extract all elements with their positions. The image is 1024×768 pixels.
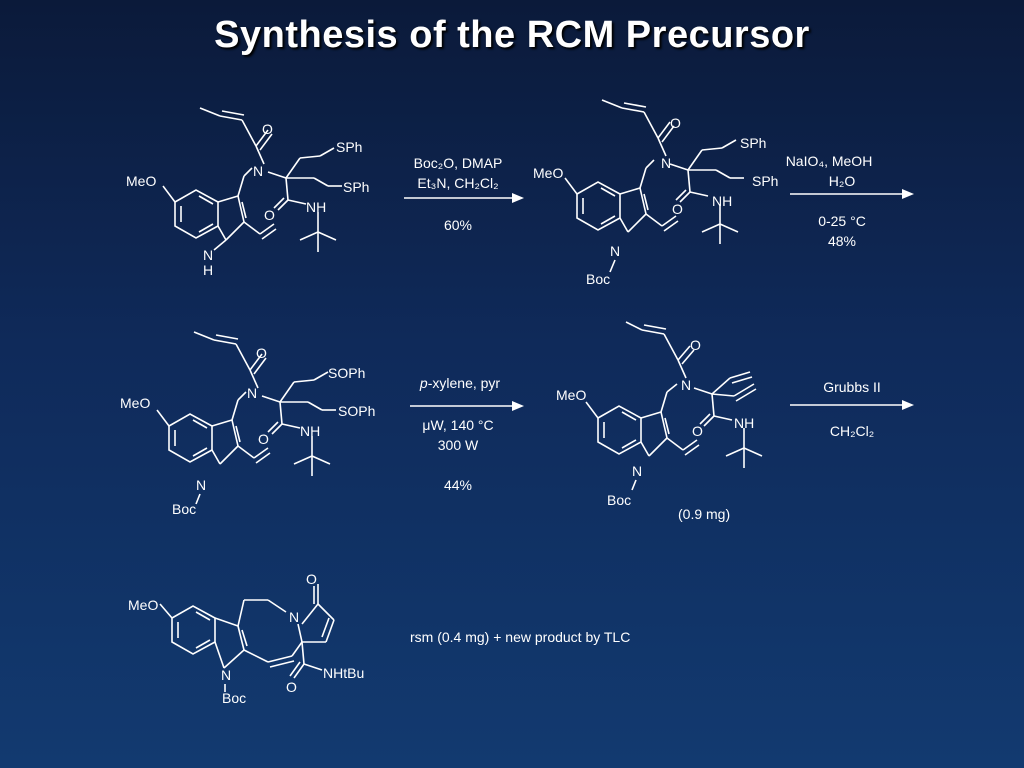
reaction-arrow-4: Grubbs II CH₂Cl₂ [790,379,914,439]
boc-label: Boc [222,690,246,706]
step2-reagent-1: NaIO₄, MeOH [786,153,873,169]
indole-n-label: N [203,247,213,263]
reaction-arrow-2: NaIO₄, MeOH H₂O 0-25 °C 48% [786,153,914,249]
meo-label: MeO [126,173,156,189]
step2-reagent-2: H₂O [829,173,856,189]
sph-label-1: SPh [336,139,362,155]
indole-n-label: N [221,667,231,683]
step3-reagent-1: p-xylene, pyr [419,375,500,391]
nh-label: NH [734,415,754,431]
indole-n-label: N [196,477,206,493]
result-note: rsm (0.4 mg) + new product by TLC [410,629,630,645]
indole-n-label: N [610,243,620,259]
meo-label: MeO [120,395,150,411]
amide-n-label: N [253,163,263,179]
soph-label-2: SOPh [338,403,375,419]
compound-4: MeO N O O NH N Boc (0.9 mg) [556,321,763,522]
amide-o-label: O [258,431,269,447]
reaction-arrow-3: p-xylene, pyr μW, 140 °C 300 W 44% [410,375,524,493]
meo-label: MeO [128,597,158,613]
nhtbu-label: NHtBu [323,665,364,681]
crotonyl-o-label: O [256,345,267,361]
sph-label-2: SPh [343,179,369,195]
step1-reagent-1: Boc₂O, DMAP [414,155,503,171]
amide-o-label: O [672,201,683,217]
step1-reagent-2: Et₃N, CH₂Cl₂ [417,175,498,191]
compound-3: MeO N O SOPh SOPh O NH N Boc [120,331,375,517]
compound-5: MeO N O O NHtBu N Boc [128,571,364,706]
amount-note: (0.9 mg) [678,506,730,522]
boc-label: Boc [607,492,631,508]
crotonyl-o-label: O [690,337,701,353]
amide-o-label: O [286,679,297,695]
step2-temperature: 0-25 °C [818,213,866,229]
slide-title: Synthesis of the RCM Precursor [214,14,810,56]
lactam-o-label: O [306,571,317,587]
boc-label: Boc [172,501,196,517]
amide-n-label: N [247,385,257,401]
boc-label: Boc [586,271,610,287]
nh-label: NH [300,423,320,439]
reaction-arrow-1: Boc₂O, DMAP Et₃N, CH₂Cl₂ 60% [404,155,524,233]
step3-power: 300 W [438,437,479,453]
crotonyl-o-label: O [670,115,681,131]
amide-n-label: N [681,377,691,393]
soph-label-1: SOPh [328,365,365,381]
amide-o-label: O [264,207,275,223]
amide-n-label: N [661,155,671,171]
sph-label-1: SPh [740,135,766,151]
step2-yield: 48% [828,233,856,249]
meo-label: MeO [556,387,586,403]
nh-label: NH [712,193,732,209]
amide-o-label: O [692,423,703,439]
step1-yield: 60% [444,217,472,233]
step4-catalyst: Grubbs II [823,379,881,395]
meo-label: MeO [533,165,563,181]
compound-1: MeO N O SPh SPh O NH N H [126,107,369,278]
indole-h-label: H [203,262,213,278]
indole-n-label: N [632,463,642,479]
crotonyl-o-label: O [262,121,273,137]
lactam-n-label: N [289,609,299,625]
step3-yield: 44% [444,477,472,493]
nh-label: NH [306,199,326,215]
sph-label-2: SPh [752,173,778,189]
step3-conditions: μW, 140 °C [422,417,493,433]
compound-2: MeO N O SPh SPh O NH N Boc [533,99,778,287]
step4-solvent: CH₂Cl₂ [830,423,874,439]
